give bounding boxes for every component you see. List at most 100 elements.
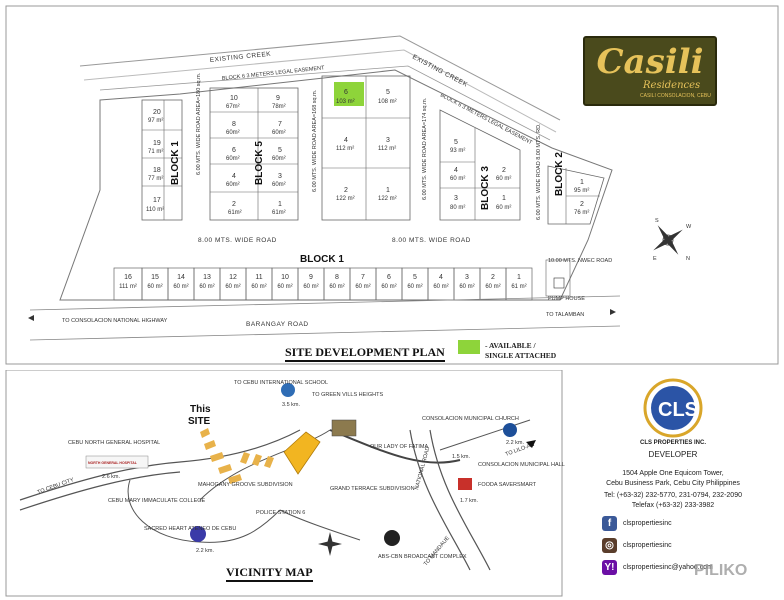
lot-number: 10 [230,95,238,102]
grand-terrace-label: GRAND TERRACE SUBDIVISION [330,486,415,492]
cebu-intl-km: 3.5 km. [282,402,301,408]
pump-house-icon [553,277,565,289]
lot-number: 14 [177,274,185,281]
lot-number: 16 [124,274,132,281]
lot-number: 1 [517,274,521,281]
lot-area: 60 m² [496,205,511,211]
block-6-lots: 6 103 m² 4 112 m² 2 122 m² 5 108 m² 3 11… [336,89,397,202]
lot-area: 71 m² [148,149,163,155]
lot-number: 2 [491,274,495,281]
mary-immac-label: CEBU MARY IMMACULATE COLLEGE [108,498,206,504]
arrow-icon [526,440,536,448]
barangay-road-line-2 [29,325,621,341]
lot-number: 5 [454,139,458,146]
block-5-lots: 10 67m² 8 60m² 6 60m² 4 60m² 2 61m² 9 78… [226,95,286,216]
this-site-arrow [283,431,321,475]
lot-number: 1 [502,195,506,202]
developer-addr2: Cebu Business Park, Cebu City Philippine… [606,480,740,487]
lot-number: 3 [454,195,458,202]
to-talamban-label: TO TALAMBAN [546,312,584,318]
abs-cbn-landmark: ABS-CBN BROADCAST COMPLEX [378,530,467,560]
nwec-road-box [545,259,571,297]
lot-number: 19 [153,140,161,147]
pump-label: PUMP HOUSE [548,296,585,302]
lot-number: 9 [309,274,313,281]
site-plan-title: SITE DEVELOPMENT PLAN [285,345,445,362]
arrow-left-icon [28,315,34,321]
sacred-heart-km: 2.2 km. [196,548,215,554]
lot-number: 3 [386,137,390,144]
facebook-handle[interactable]: clspropertiesinc [623,520,672,527]
legend-line-1: - AVAILABLE / [485,341,536,350]
lot-area: 77 m² [148,176,163,182]
lot-area: 60 m² [381,284,396,290]
yahoo-icon: Y! [602,560,617,575]
developer-addr1: 1504 Apple One Equicom Tower, [622,470,724,477]
logo-name: Casili [596,42,704,82]
yahoo-email[interactable]: clspropertiesinc@yahoo.com [623,564,713,571]
lot-number: 5 [278,147,282,154]
lot-area: 103 m² [336,99,355,105]
lot-area: 60 m² [329,284,344,290]
lot-area: 60 m² [407,284,422,290]
watermark: PILIKO [694,562,748,579]
cls-logo: CLS [638,376,708,440]
lot-area: 108 m² [378,99,397,105]
lot-number: 12 [229,274,237,281]
facebook-row[interactable]: f clspropertiesinc [602,516,672,531]
svg-text:S: S [655,218,659,224]
plan-border [5,5,779,365]
road-b1-label: 6.00 MTS. WIDE ROAD AREA=180 sq.m. [196,72,202,175]
cls-logo-icon: CLS [643,378,703,438]
block-3 [439,109,521,221]
lot-area: 80 m² [450,205,465,211]
lot-number: 10 [281,274,289,281]
consol-hall-label: CONSOLACION MUNICIPAL HALL [478,462,565,468]
road-b5-label: 6.00 MTS. WIDE ROAD AREA=168 sq.m. [312,89,318,192]
instagram-row[interactable]: ◎ clspropertiesinc [602,538,672,553]
block-6 [321,75,411,221]
lot-number: 6 [387,274,391,281]
lot-area: 112 m² [378,146,396,152]
developer-tel: Tel: (+63-32) 232-5770, 231-0794, 232-20… [604,492,742,499]
lot-area: 78m² [272,104,286,110]
lot-area: 60m² [226,156,240,162]
mahogany-label: MAHOGANY GROOVE SUBDIVISION [198,482,293,488]
lot-area: 60 m² [459,284,474,290]
lot-number: 3 [465,274,469,281]
lot-number: 7 [278,121,282,128]
lot-area: 60m² [272,182,286,188]
to-consolacion-label: TO CONSOLACION NATIONAL HIGHWAY [62,318,168,324]
block-2 [547,165,605,225]
lot-number: 1 [386,187,390,194]
lot-number: 6 [344,89,348,96]
vicinity-map: This SITE TO CEBU INTERNATIONAL SCHOOL 3… [5,370,565,597]
lot-number: 15 [151,274,159,281]
fooda-landmark: FOODA SAVERSMART 1.7 km. [458,478,537,504]
block-1-left-label: BLOCK 1 [170,141,181,185]
site-plan: EXISTING CREEK EXISTING CREEK BLOCK 6 3 … [5,5,779,365]
lot-number: 9 [276,95,280,102]
lot-area: 97 m² [148,118,163,124]
lot-number: 5 [386,89,390,96]
road-liloan [439,419,531,451]
block-2-lots: 1 95 m² 2 76 m² [574,179,589,216]
lot-area: 111 m² [119,284,137,290]
north-hosp-label: CEBU NORTH GENERAL HOSPITAL [68,440,160,446]
lot-area: 60m² [272,156,286,162]
instagram-icon: ◎ [602,538,617,553]
lot-area: 60 m² [433,284,448,290]
instagram-handle[interactable]: clspropertiesinc [623,542,672,549]
sm-km: 2.2 km. [506,440,525,446]
yahoo-row[interactable]: Y! clspropertiesinc@yahoo.com [602,560,713,575]
road-b3-label: 6.00 MTS. WIDE ROAD AREA=174 sq.m. [422,97,428,200]
block-2-label: BLOCK 2 [554,152,565,196]
church-km: 1.5 km. [452,454,471,460]
road-main [19,429,301,501]
green-hills-label: TO GREEN VILLS HEIGHTS [312,392,383,398]
road-loop [127,479,281,543]
sm-landmark: 2.2 km. [503,423,525,446]
lot-number: 2 [580,201,584,208]
our-lady-label: OUR LADY OF FATIMA [370,444,428,450]
lot-area: 122 m² [336,196,355,202]
